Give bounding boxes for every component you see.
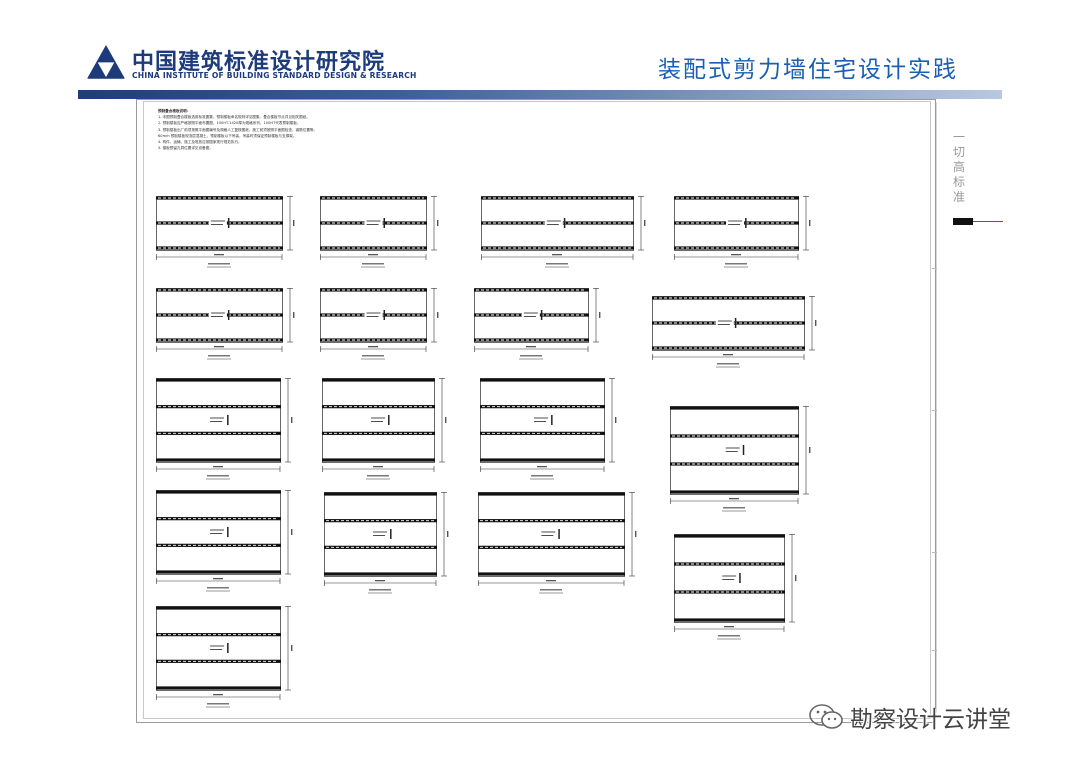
watermark-text: 勘察设计云讲堂 [850, 707, 1011, 733]
notes-heading: 预制叠合楼板说明： [158, 109, 191, 113]
drawing-frame [143, 101, 931, 719]
frame-tick [932, 650, 937, 651]
slab-panel [674, 196, 818, 272]
slab-panel [674, 534, 804, 644]
side-divider [936, 102, 937, 712]
note-line: 1. 本图预制叠合楼板选用标准图集，预制楼板命名规则详见图集，叠合楼板节点详见相… [158, 115, 310, 120]
frame-tick [932, 268, 937, 269]
slide-title: 装配式剪力墙住宅设计实践 [658, 57, 958, 83]
watermark: 勘察设计云讲堂 [808, 700, 1011, 734]
header-band [78, 90, 1002, 99]
slab-panel [320, 196, 446, 272]
note-line: 60mm 预制楼板现浇层混凝土，预制楼板以下吊装，吊装时须保证预制楼板与支撑架。 [158, 133, 297, 138]
drawing-notes: 预制叠合楼板说明： 1. 本图预制叠合楼板选用标准图集，预制楼板命名规则详见图集… [158, 108, 408, 151]
note-line: 2. 预制楼板应严格按照平面布置图，100HT-1420厚为规格系列，100HT… [158, 121, 301, 126]
side-marker [953, 218, 973, 225]
slab-panel [478, 492, 644, 598]
logo-english: CHINA INSTITUTE OF BUILDING STANDARD DES… [132, 71, 417, 80]
frame-tick [932, 410, 937, 411]
slab-panel [480, 378, 624, 484]
logo-chinese: 中国建筑标准设计研究院 [132, 49, 386, 75]
slab-panel [156, 196, 302, 272]
slab-panel [156, 288, 302, 364]
side-slogan: 一切高标准 [952, 130, 965, 204]
note-line: 4. 构件、运输、施工及堆放应按国家现行规范执行。 [158, 140, 242, 145]
note-line: 3. 预制楼板出厂前须按照平面图编号及规格人工复核图纸，施工前须按照平面图检查，… [158, 127, 318, 132]
slab-panel [156, 490, 300, 596]
slab-panel [156, 606, 300, 712]
slab-panel [324, 492, 456, 598]
slab-panel [474, 288, 608, 364]
frame-tick [932, 552, 937, 553]
slab-panel [652, 296, 824, 372]
logo-icon [87, 44, 125, 79]
side-rule [973, 221, 1003, 222]
institute-logo: 中国建筑标准设计研究院 CHINA INSTITUTE OF BUILDING … [86, 44, 416, 84]
slab-panel [322, 378, 454, 484]
slab-panel [156, 378, 300, 484]
wechat-icon [809, 704, 843, 729]
note-line: 5. 楼板预留孔洞位置详见设备图。 [158, 146, 213, 151]
slab-panel [481, 196, 653, 272]
slab-panel [670, 406, 818, 516]
slab-panel [320, 288, 446, 364]
